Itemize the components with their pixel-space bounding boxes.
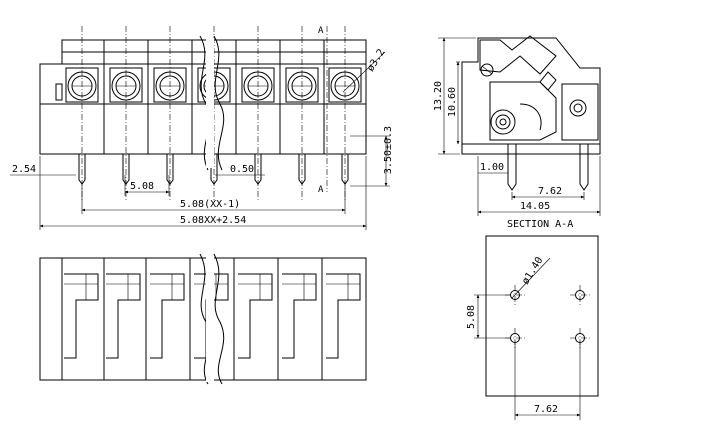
dim-pin-width: 0.50 xyxy=(230,164,254,175)
plan-slot xyxy=(106,273,141,359)
dim-pitch: 5.08 xyxy=(130,181,154,192)
dim-section-height: 13.20 xyxy=(433,81,444,111)
plan-break-right xyxy=(213,253,225,385)
dim-section-body-height: 10.60 xyxy=(447,87,458,117)
section-marker-top: A xyxy=(318,26,324,36)
section-caption: SECTION A-A xyxy=(507,219,573,230)
plan-slot xyxy=(238,273,273,359)
section-view: 13.20 10.60 1.00 7.62 14.05 SECTION A-A xyxy=(433,35,601,230)
break-line-right xyxy=(213,35,225,171)
dim-total-length: 5.08XX+2.54 xyxy=(180,215,246,226)
section-marker-bottom: A xyxy=(318,185,324,195)
section-outline xyxy=(461,37,601,155)
dim-section-width: 14.05 xyxy=(520,201,550,212)
pcb-layout: ø1.40 5.08 7.62 xyxy=(466,235,599,420)
dim-offset: 2.54 xyxy=(12,164,36,175)
plan-view xyxy=(39,253,367,385)
plan-break-left xyxy=(199,253,211,385)
side-slot xyxy=(55,83,63,101)
plan-slot xyxy=(64,273,99,359)
pin xyxy=(210,154,218,185)
dim-pcb-horizontal: 7.62 xyxy=(534,404,558,415)
pin xyxy=(341,154,349,185)
plan-slot xyxy=(194,273,229,359)
plan-slot xyxy=(150,273,185,359)
pin xyxy=(122,154,130,185)
front-view: A A ø3.2 3.50±0.3 2.54 5.08 0.50 5.08(XX… xyxy=(10,26,394,230)
pin xyxy=(166,154,174,185)
pin xyxy=(78,154,86,185)
pin xyxy=(254,154,262,185)
dim-pin-offset: 1.00 xyxy=(480,162,504,173)
pcb-outline xyxy=(485,235,599,397)
dim-pcb-hole: ø1.40 xyxy=(520,255,545,286)
dim-span: 5.08(XX-1) xyxy=(180,199,240,210)
plan-slot xyxy=(326,273,361,359)
dim-pin-length: 3.50±0.3 xyxy=(383,126,394,174)
plan-body-outline xyxy=(39,257,367,381)
pin xyxy=(298,154,306,185)
plan-slot xyxy=(282,273,317,359)
dim-pin-spacing: 7.62 xyxy=(538,186,562,197)
dim-hole-diameter: ø3.2 xyxy=(365,47,387,73)
dim-pcb-vertical: 5.08 xyxy=(466,305,477,329)
